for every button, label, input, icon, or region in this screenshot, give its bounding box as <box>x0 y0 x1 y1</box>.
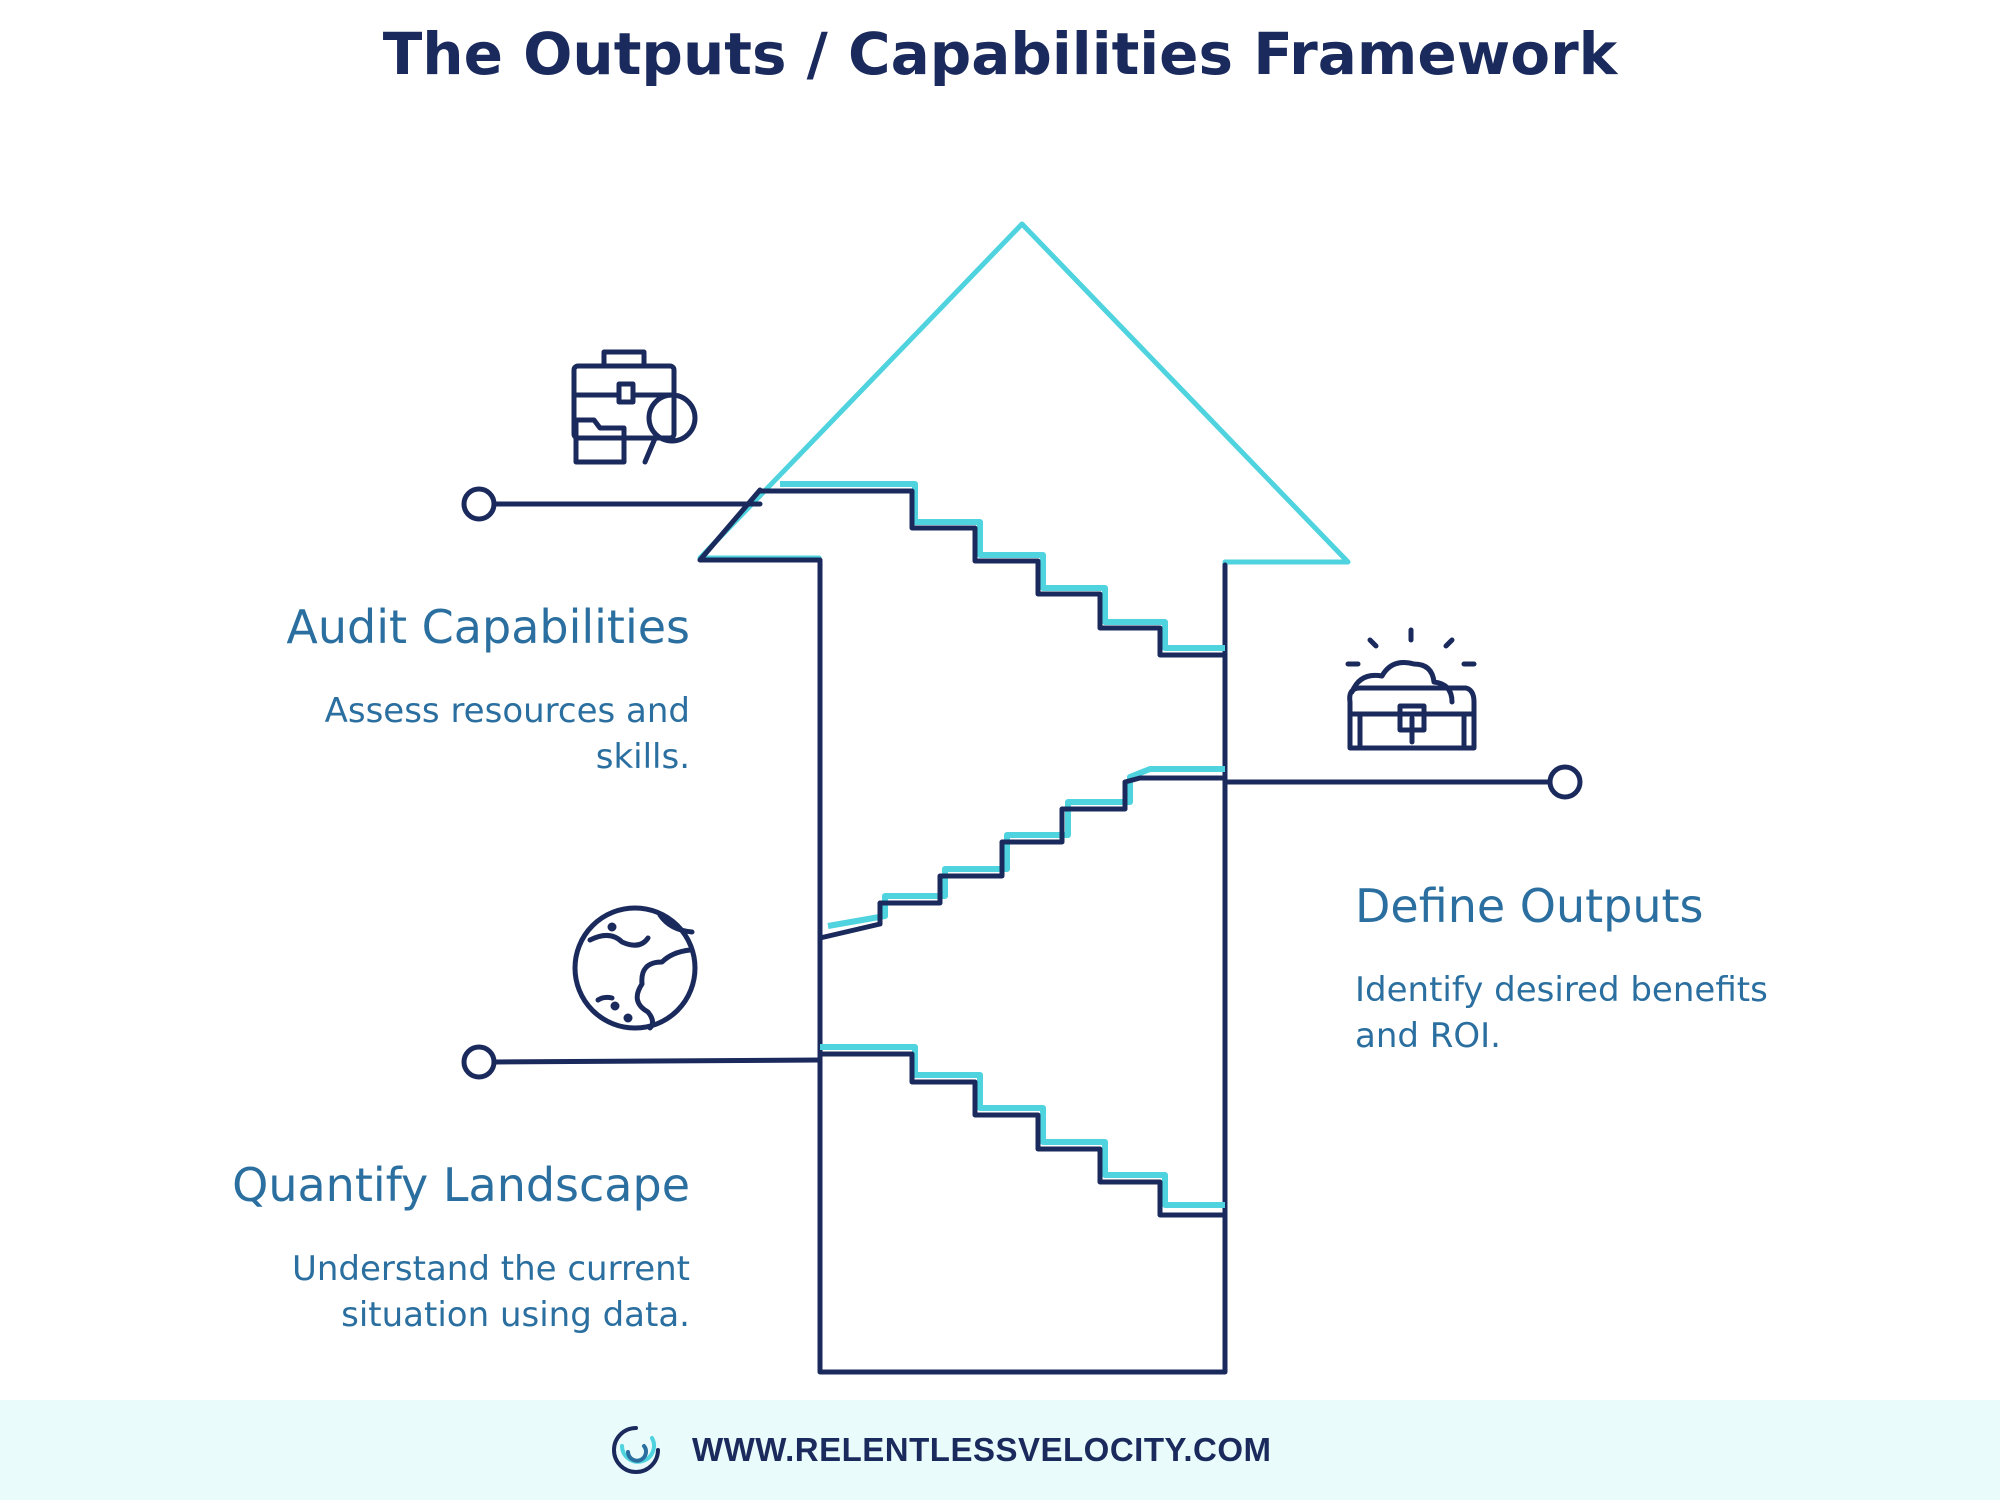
connector-audit <box>464 489 760 519</box>
briefcase-magnifier-icon <box>574 352 695 462</box>
connector-node <box>464 1047 494 1077</box>
connector-quantify <box>464 1047 820 1077</box>
step-description-define: Identify desired benefits and ROI. <box>1355 967 1825 1059</box>
connector-node <box>1550 767 1580 797</box>
step-heading-quantify: Quantify Landscape <box>232 1158 690 1212</box>
footer-website-link[interactable]: WWW.RELENTLESSVELOCITY.COM <box>692 1431 1272 1469</box>
staircase-top-cyan <box>780 484 1225 648</box>
staircase-top <box>760 491 1225 655</box>
step-description-quantify: Understand the current situation using d… <box>210 1246 690 1338</box>
footer-bar: WWW.RELENTLESSVELOCITY.COM <box>0 1400 2000 1500</box>
treasure-chest-icon <box>1348 630 1474 748</box>
staircase-bottom-cyan <box>820 1047 1225 1205</box>
footer-brand: WWW.RELENTLESSVELOCITY.COM <box>608 1420 1272 1480</box>
step-description-audit: Assess resources and skills. <box>270 688 690 780</box>
step-heading-define: Define Outputs <box>1355 879 1704 933</box>
connector-define <box>1225 767 1580 797</box>
globe-icon <box>575 908 695 1028</box>
swirl-logo-icon <box>608 1422 664 1478</box>
connector-node <box>464 489 494 519</box>
arrow-head <box>700 224 1348 652</box>
staircase-middle <box>820 778 1225 938</box>
step-heading-audit: Audit Capabilities <box>286 600 690 654</box>
